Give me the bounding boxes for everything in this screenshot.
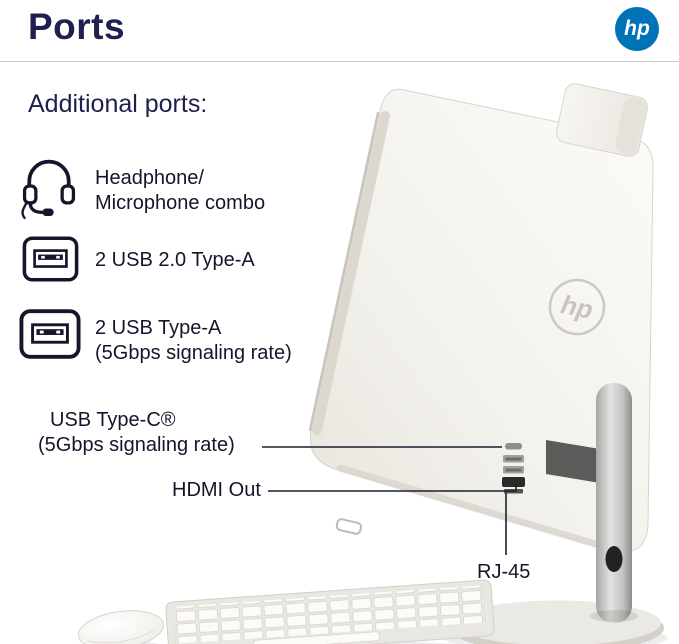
cable-hole xyxy=(605,546,623,572)
keyboard xyxy=(165,579,495,644)
hp-logo: hp xyxy=(615,7,659,51)
hp-logo-text: hp xyxy=(624,17,650,40)
port-label-line: 2 USB 2.0 Type-A xyxy=(95,249,255,271)
port-label-line: 2 USB Type-A xyxy=(95,317,222,339)
stand-bar xyxy=(596,383,632,623)
back-hp-logo-text: hp xyxy=(558,289,595,325)
vent-slot xyxy=(335,518,363,535)
subtitle: Additional ports: xyxy=(28,90,208,118)
mouse xyxy=(77,610,165,644)
callout-hdmi: HDMI Out xyxy=(172,479,261,501)
header-divider xyxy=(0,61,679,62)
usb-c-port xyxy=(505,443,522,450)
usb-a-port-slot xyxy=(505,457,522,461)
spacebar-key xyxy=(253,631,380,644)
port-label: 2 USB Type-A (5Gbps signaling rate) xyxy=(95,316,292,366)
panel-left-edge-line xyxy=(308,111,380,432)
headset-icon xyxy=(21,159,76,220)
callout-usb-c-line1: USB Type-C® xyxy=(50,409,176,431)
pointer-line-hdmi xyxy=(268,484,517,492)
panel-left-edge xyxy=(312,111,390,435)
callout-rj45: RJ-45 xyxy=(477,561,531,583)
port-label-line: Microphone combo xyxy=(95,192,266,214)
port-row xyxy=(22,236,79,287)
port-label: 2 USB 2.0 Type-A xyxy=(95,248,255,273)
usb-type-a-icon xyxy=(19,309,81,359)
webcam-popup xyxy=(556,83,648,157)
usb-type-a-icon xyxy=(22,236,79,282)
stand-base-junction xyxy=(590,610,638,622)
back-hp-logo: hp xyxy=(548,278,606,336)
port-row xyxy=(19,308,81,365)
panel-bottom-shade xyxy=(336,464,616,553)
port-label-line: (5Gbps signaling rate) xyxy=(95,342,292,364)
hdmi-port xyxy=(502,477,525,487)
port-label-line: Headphone/ xyxy=(95,167,204,189)
stand-bracket xyxy=(546,440,600,483)
port-row xyxy=(18,152,80,225)
usb-a-port-slot xyxy=(505,468,522,472)
callout-usb-c-line2: (5Gbps signaling rate) xyxy=(38,434,235,456)
port-label: Headphone/ Microphone combo xyxy=(95,166,265,216)
port-cluster xyxy=(502,443,525,494)
page-title: Ports xyxy=(28,6,126,47)
